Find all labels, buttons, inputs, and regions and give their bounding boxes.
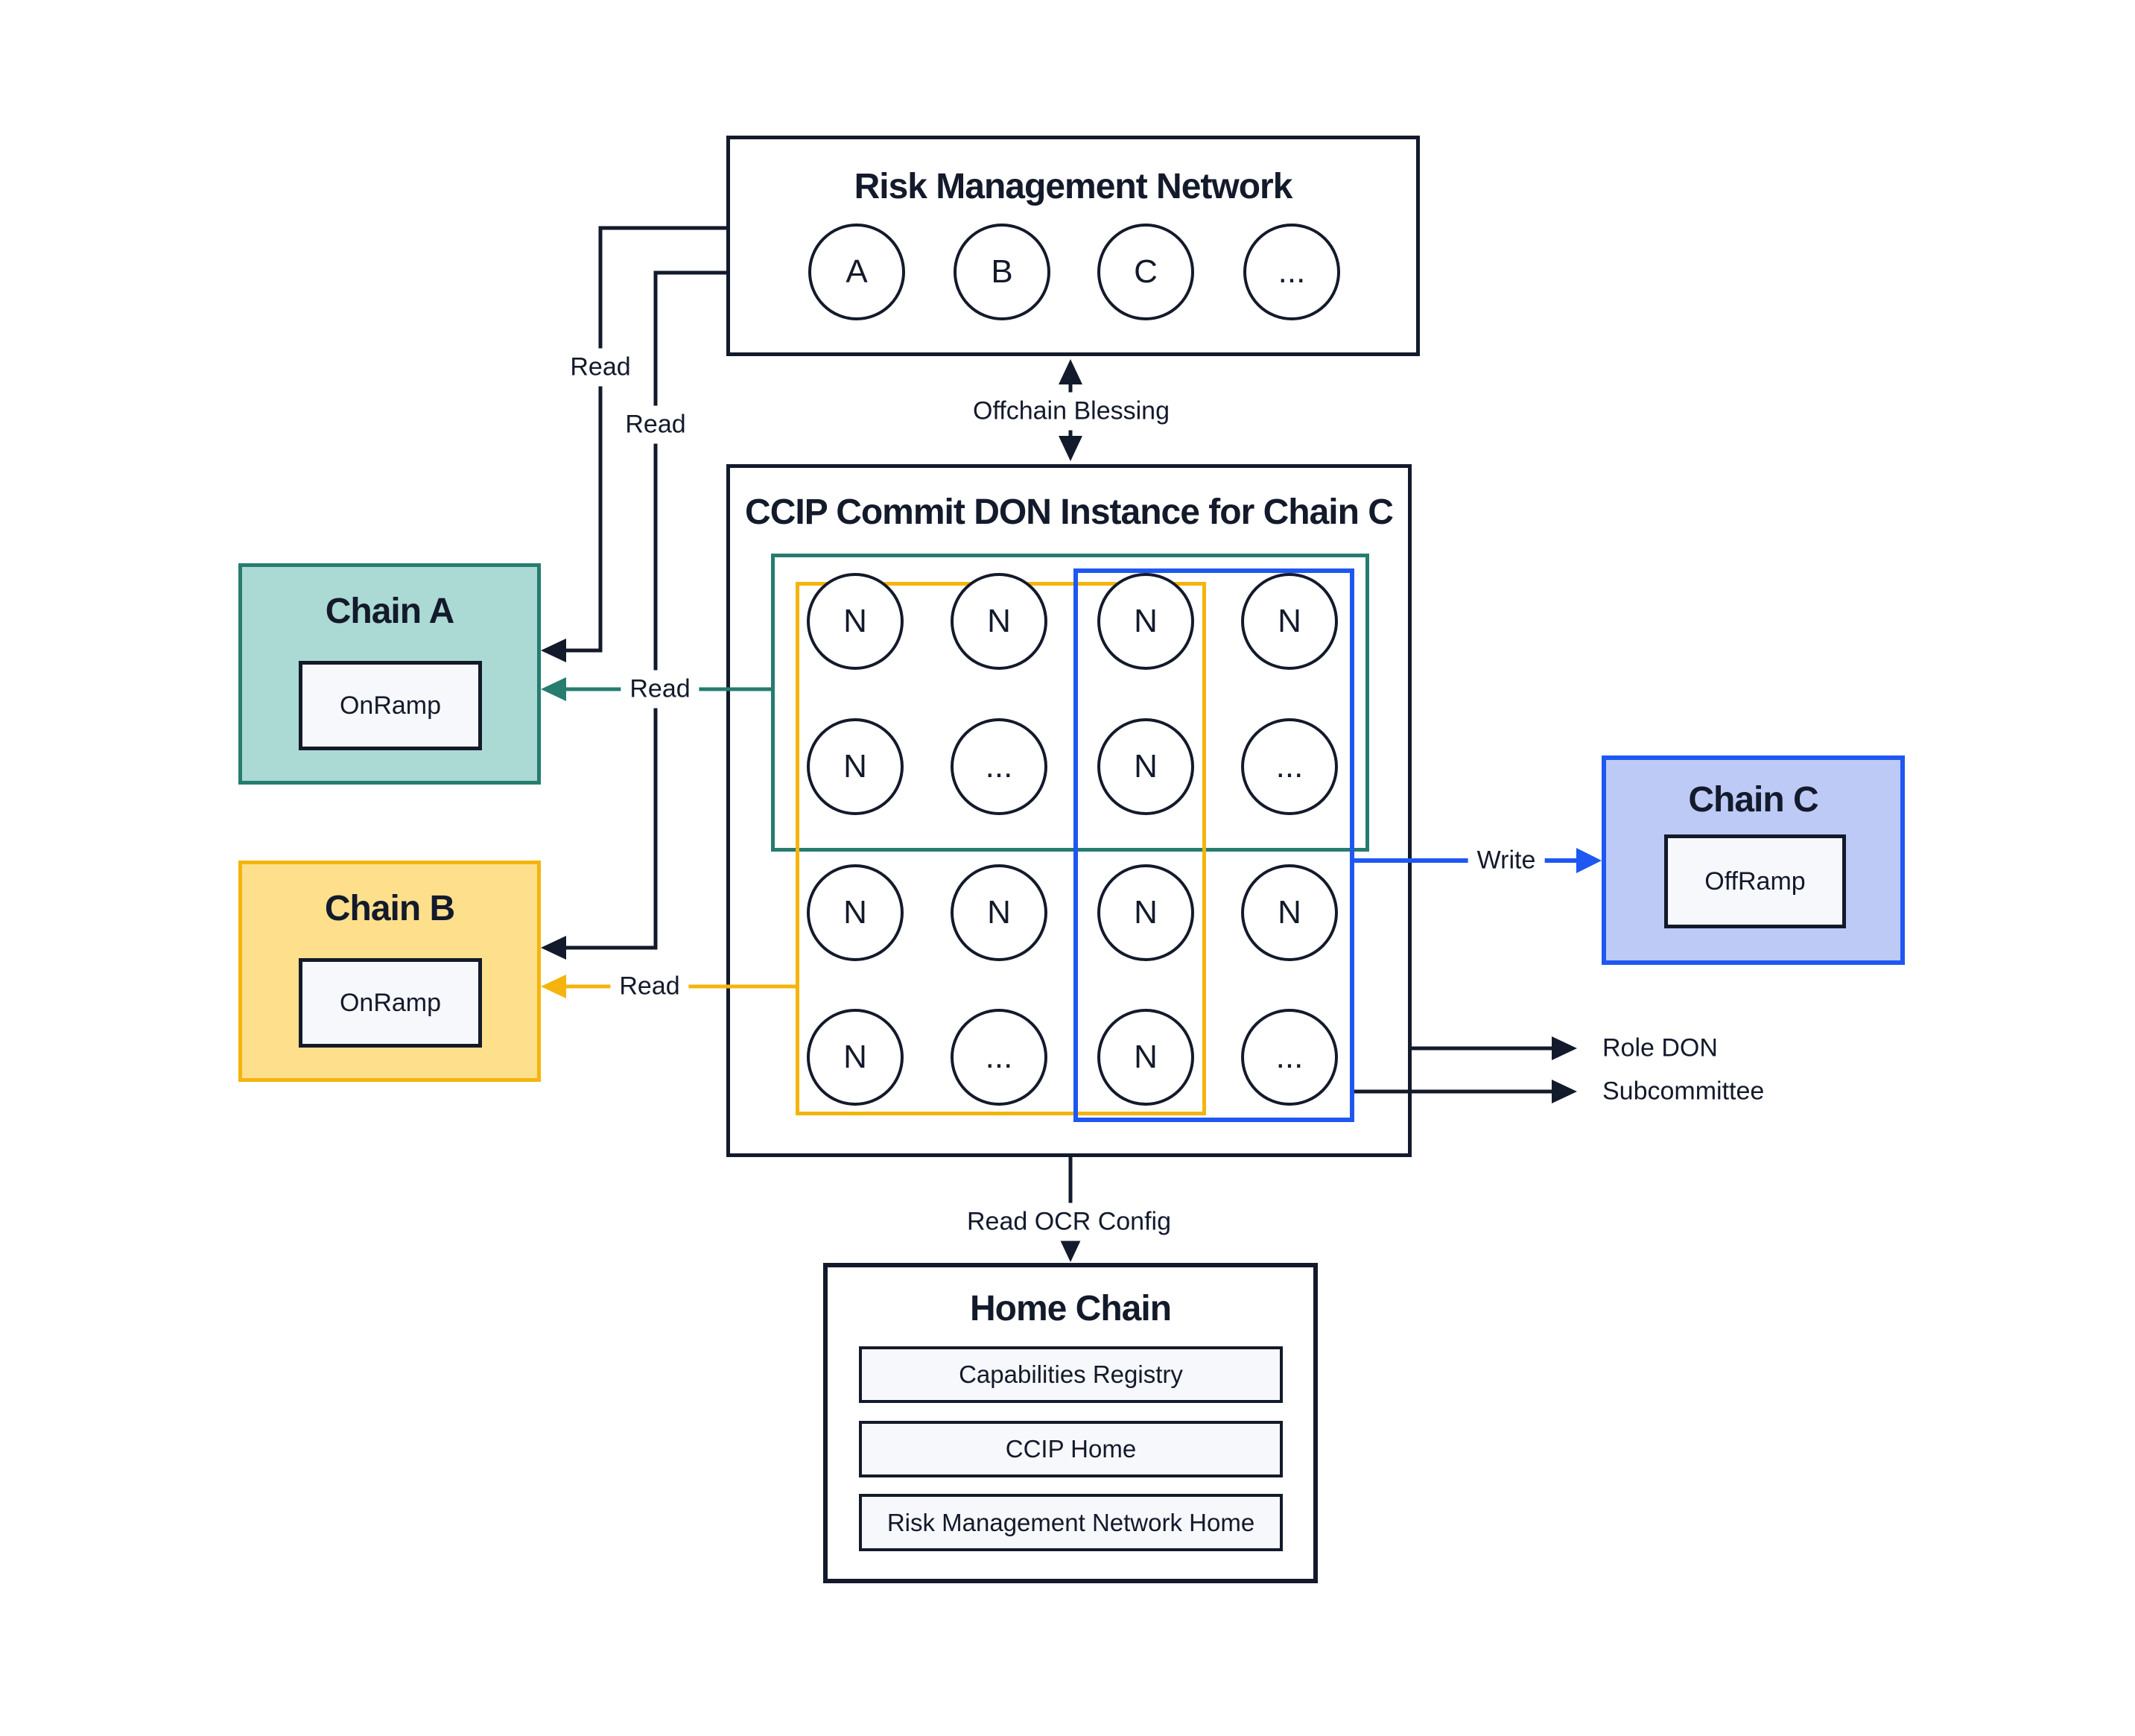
chain-c-offramp-label: OffRamp [1704, 867, 1806, 896]
chain-b-title: Chain B [324, 889, 455, 928]
don-node: N [807, 573, 904, 670]
chain-c-title: Chain C [1688, 780, 1818, 820]
rmn-node-a: A [808, 224, 905, 320]
arrowhead-offchain-blessing-down [1059, 436, 1082, 461]
chain-b-onramp-label: OnRamp [339, 988, 442, 1017]
don-node: N [1097, 573, 1194, 670]
arrowhead-rmn-to-chain-b [541, 936, 566, 960]
wire-rmn-to-chain-b [566, 270, 726, 950]
arrowhead-role-don [1552, 1036, 1577, 1060]
don-node: N [807, 864, 904, 961]
don-node: N [1097, 1009, 1194, 1106]
subcommittee-rect-chain-a [771, 554, 1369, 852]
read-label-rmn-chain-a: Read [561, 348, 640, 387]
chain-b-onramp-box: OnRamp [299, 958, 482, 1048]
write-label: Write [1468, 841, 1545, 880]
chain-a-title: Chain A [325, 592, 455, 631]
don-node: N [1241, 864, 1338, 961]
read-ocr-config-label: Read OCR Config [957, 1203, 1181, 1241]
risk-management-network-title: Risk Management Network [854, 167, 1293, 206]
arrowhead-don-write-chain-c [1576, 848, 1602, 873]
don-node: N [1097, 718, 1194, 815]
arrowhead-rmn-to-chain-a [541, 639, 566, 662]
don-node: N [1241, 573, 1338, 670]
ccip-home-label: CCIP Home [1005, 1435, 1137, 1463]
read-label-don-chain-b: Read [610, 967, 689, 1006]
commit-don-title: CCIP Commit DON Instance for Chain C [745, 492, 1394, 532]
role-don-label: Role DON [1602, 1033, 1718, 1062]
rmn-home-box: Risk Management Network Home [859, 1494, 1283, 1551]
rmn-node-b: B [954, 224, 1050, 320]
don-node: N [807, 1009, 904, 1106]
don-node-more: ... [951, 1009, 1047, 1106]
ccip-home-box: CCIP Home [859, 1421, 1283, 1477]
home-chain-title: Home Chain [969, 1289, 1172, 1328]
chain-c-offramp-box: OffRamp [1664, 834, 1846, 928]
subcommittee-label: Subcommittee [1602, 1077, 1765, 1106]
arrowhead-don-read-chain-b [541, 975, 566, 998]
don-node: N [1097, 864, 1194, 961]
read-label-rmn-chain-b: Read [616, 405, 695, 444]
don-node-more: ... [1241, 1009, 1338, 1106]
don-node: N [951, 864, 1047, 961]
arrowhead-don-read-chain-a [541, 677, 566, 701]
subcommittee-rect-chain-c [1073, 568, 1354, 1122]
chain-a-onramp-box: OnRamp [299, 661, 482, 750]
arrowhead-offchain-blessing-up [1059, 359, 1082, 384]
don-node: N [807, 718, 904, 815]
chain-a-onramp-label: OnRamp [339, 691, 442, 720]
rmn-home-label: Risk Management Network Home [886, 1508, 1255, 1536]
read-label-don-chain-a: Read [621, 670, 699, 709]
wire-rmn-to-chain-a [566, 226, 726, 653]
arrowhead-read-ocr-config [1059, 1237, 1082, 1262]
capabilities-registry-label: Capabilities Registry [959, 1360, 1183, 1388]
don-node-more: ... [951, 718, 1047, 815]
offchain-blessing-label: Offchain Blessing [964, 392, 1178, 431]
capabilities-registry-box: Capabilities Registry [859, 1346, 1283, 1403]
rmn-node-c: C [1097, 224, 1194, 320]
don-node: N [951, 573, 1047, 670]
don-node-more: ... [1241, 718, 1338, 815]
arrowhead-subcommittee [1552, 1080, 1577, 1103]
rmn-node-more: ... [1243, 224, 1340, 320]
